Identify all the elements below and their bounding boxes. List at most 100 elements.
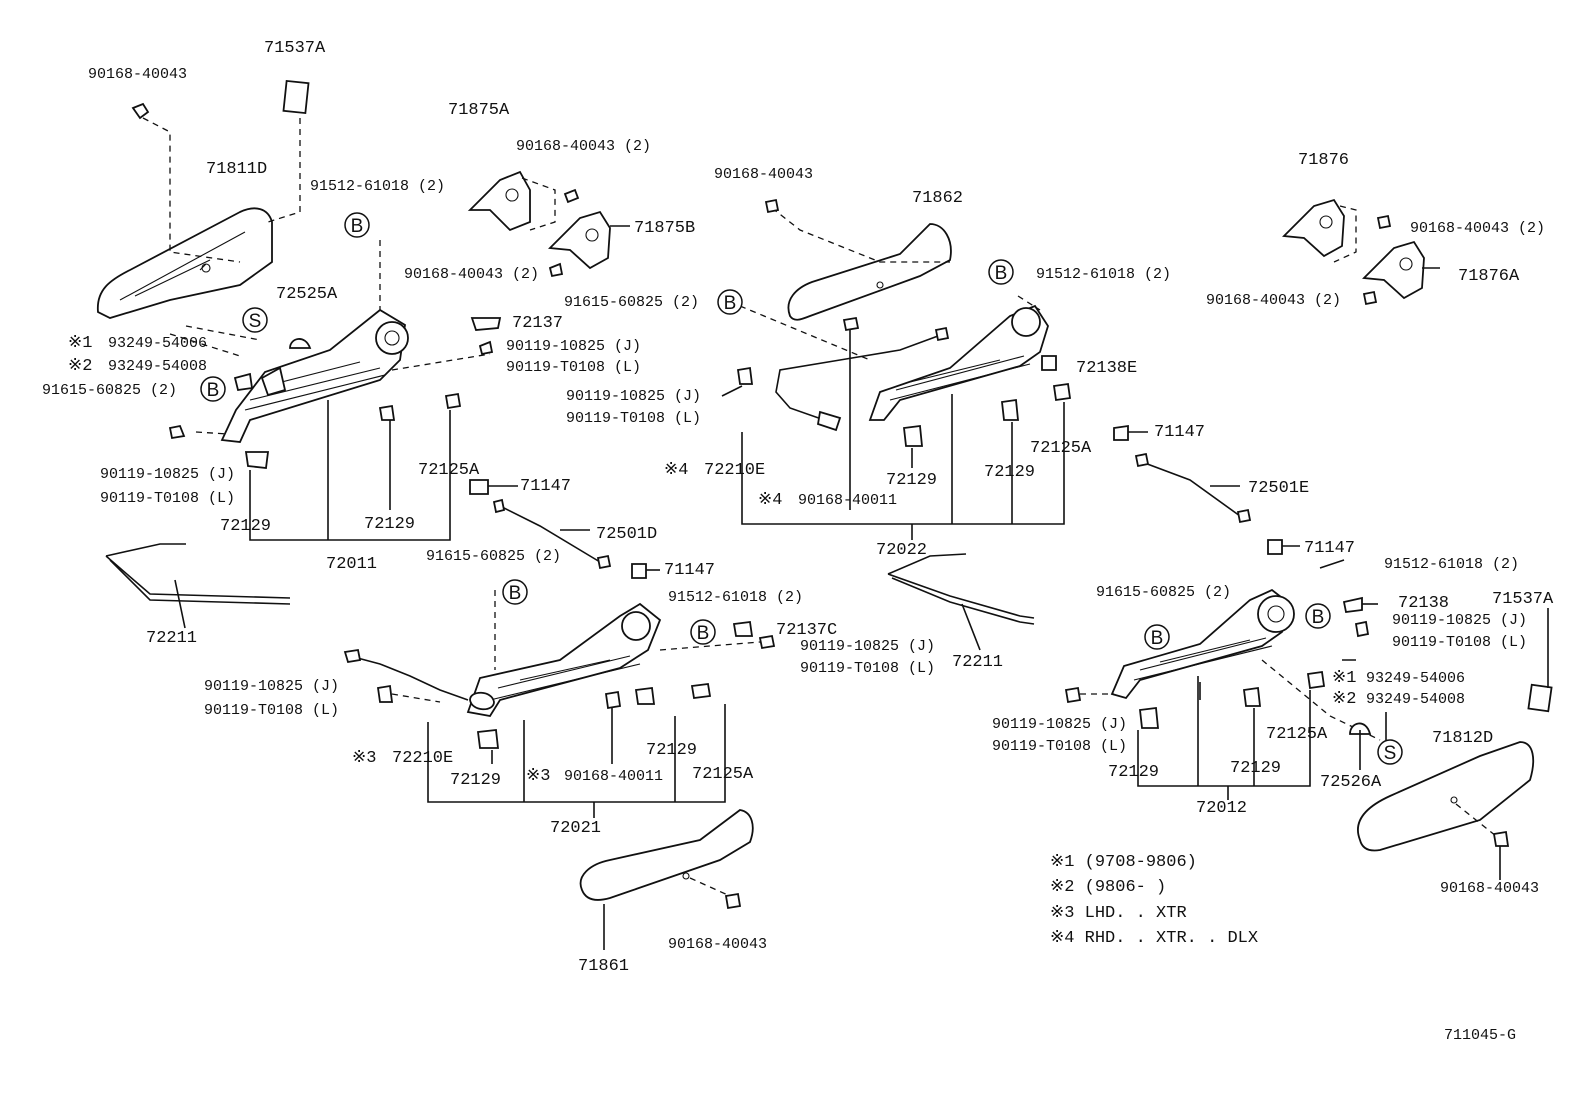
label-71537a-top: 71537A [264,39,326,58]
label-90119-f1: 90119-10825 (J) [1392,612,1527,629]
marker-3a: ※3 [352,749,376,768]
part-72525a [289,338,312,349]
rod-72211-a2 [109,559,291,605]
rod-end-72501e-b [1236,508,1252,524]
label-90168-j: 90168-40043 [1440,880,1539,897]
part-72125a-a [444,392,462,410]
legend-line-1: ※1 (9708-9806) [1050,853,1197,872]
label-90168-c: 90168-40043 (2) [404,266,539,283]
rod-72501e [1141,461,1241,517]
bolt-90119-a [168,424,186,440]
part-72129-a [244,451,270,469]
part-72125a-b [690,682,712,700]
bolt-90168-c [548,262,564,278]
label-72021: 72021 [550,819,601,838]
circle-b-4: B [988,259,1014,285]
bolt-90119-b [478,340,494,356]
svg-text:B: B [995,263,1008,284]
svg-text:S: S [249,311,262,332]
legend-line-2: ※2 (9806- ) [1050,878,1166,897]
cable-72210e-a [349,655,469,701]
label-90168-tl: 90168-40043 [88,66,187,83]
part-72129-h [1242,686,1262,707]
label-93249-1: 93249-54006 [108,335,207,352]
leader-72211-b [961,603,981,651]
svg-text:B: B [1312,607,1325,628]
label-90168-b: 90168-40043 (2) [516,138,651,155]
label-plate-71537a [282,79,310,115]
marker-3b: ※3 [526,767,550,786]
label-72501d: 72501D [596,525,657,544]
label-72129-g: 72129 [1108,763,1159,782]
bracket-72022 [741,394,1065,525]
circle-b-2: B [200,376,226,402]
part-72137c [732,620,754,637]
label-91615-a: 91615-60825 (2) [42,382,177,399]
label-72129-h: 72129 [1230,759,1281,778]
marker-2: ※2 [68,357,92,376]
bracket-72011 [249,400,451,541]
part-72526a [1349,722,1372,735]
bolt-90168-e [604,690,622,710]
label-93249-2: 93249-54008 [108,358,207,375]
part-72138 [1342,596,1363,613]
bolt-90168-b [563,188,580,204]
rod-end-72501d-a [492,498,506,514]
circle-b-5: B [502,579,528,605]
part-72129-d [634,686,656,705]
svg-text:B: B [697,623,710,644]
label-71147-b: 71147 [664,561,715,580]
leader-90119-c [391,693,441,703]
label-90168-i: 90168-40043 (2) [1206,292,1341,309]
bolt-90119-c [376,684,394,703]
label-93249-4: 93249-54008 [1366,691,1465,708]
bolt-90168-j [1492,830,1510,847]
bracket-72021 [427,704,726,803]
label-90119-e2: 90119-T0108 (L) [204,702,339,719]
circle-b-8: B [1144,624,1170,650]
leader-72211-a [174,579,186,629]
leader-90168-j [1455,803,1497,837]
part-72129-f [1001,398,1019,421]
label-90119-g1: 90119-10825 (J) [992,716,1127,733]
bolt-90119-f [1354,620,1370,638]
bolt-90119-d [758,634,776,650]
cover-71875a [467,170,531,232]
label-91615-c: 91615-60825 (2) [426,548,561,565]
label-71811d: 71811D [206,160,267,179]
label-72129-e: 72129 [886,471,937,490]
svg-text:B: B [1151,628,1164,649]
bracket-72012 [1137,676,1311,787]
circle-s-1: S [242,307,268,333]
label-71876: 71876 [1298,151,1349,170]
bolt-90168-h [1376,214,1392,230]
label-72210e-b: 72210E [392,749,453,768]
cover-71876a [1362,240,1425,300]
center-track-72021 [466,602,662,717]
svg-text:B: B [207,380,220,401]
bolt-90119-e [736,366,754,385]
rod-72211-a [105,543,291,599]
right-track-72012 [1110,588,1295,700]
label-72125a-d: 72125A [1266,725,1328,744]
label-71147-a: 71147 [520,477,571,496]
leader-90119-e [721,385,743,397]
leader-90168-f [689,877,731,897]
label-91512-d: 91512-61018 (2) [1384,556,1519,573]
label-72129-d: 72129 [646,741,697,760]
circle-b-6: B [690,619,716,645]
leader-91615-b [739,305,871,361]
leader-93249-r [1342,659,1387,740]
label-72011: 72011 [326,555,377,574]
label-91512-b: 91512-61018 (2) [668,589,803,606]
circle-b-1: B [344,212,370,238]
center-right-track-72022 [868,304,1049,421]
label-72211-b: 72211 [952,653,1003,672]
left-cover-71811d [97,207,273,319]
leader-71876 [1333,205,1357,263]
part-72125a-d [1306,670,1326,690]
label-72125a-b: 72125A [692,765,754,784]
part-71147-b [631,563,647,579]
